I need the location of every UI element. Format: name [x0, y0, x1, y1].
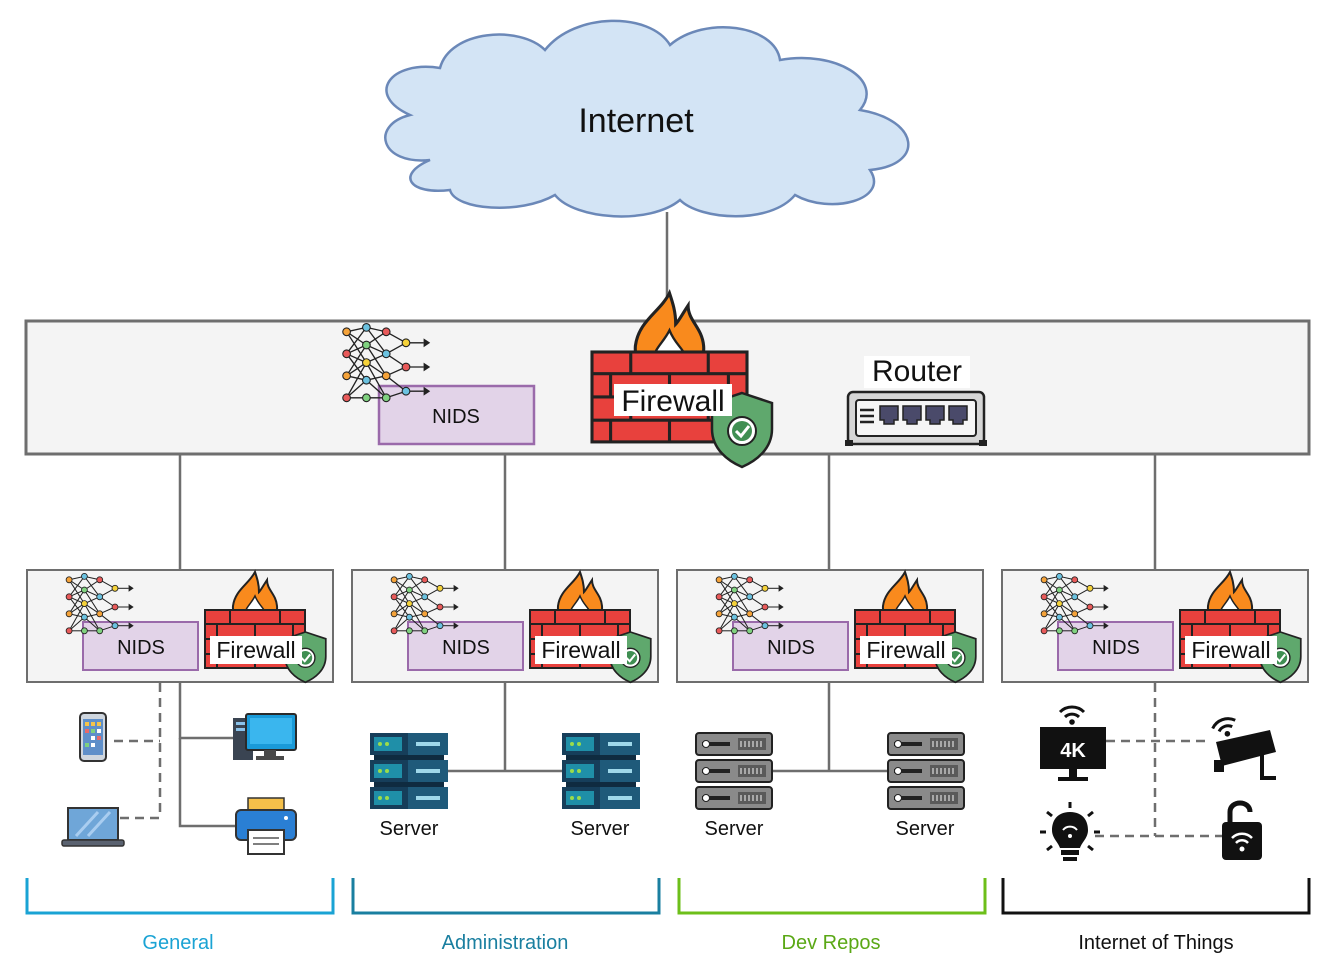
server-icon: [562, 733, 640, 809]
admin-server-right-label: Server: [571, 818, 630, 840]
internet-label: Internet: [578, 102, 694, 140]
router-label: Router: [872, 355, 962, 388]
core-panel: NIDS Firewall Router: [24, 291, 1311, 469]
printer-icon: [235, 797, 297, 855]
tv-4k-label: 4K: [1060, 740, 1086, 762]
server-icon: [887, 732, 965, 810]
dev-server-right-label: Server: [896, 818, 955, 840]
subnet-name-iot: Internet of Things: [1078, 932, 1233, 954]
core-links: [178, 455, 1157, 570]
core-nids-label: NIDS: [432, 406, 480, 428]
subnet-administration-firewall-label: Firewall: [541, 637, 620, 663]
subnet-administration-nids-label: NIDS: [442, 637, 490, 659]
bracket-iot: [1001, 878, 1311, 915]
server-icon: [370, 733, 448, 809]
wifi-icon: [1058, 705, 1086, 727]
subnet-general-nids-label: NIDS: [117, 637, 165, 659]
smartphone-icon: [79, 712, 107, 762]
bracket-devrepos: [677, 878, 987, 915]
subnet-name-general: General: [142, 932, 213, 954]
smart-lock-icon: [1222, 800, 1262, 860]
subnet-devrepos-nids-label: NIDS: [767, 637, 815, 659]
desktop-computer-icon: [233, 713, 297, 760]
bracket-administration: [351, 878, 661, 915]
subnet-devrepos-panel: NIDS Firewall: [676, 569, 984, 684]
core-firewall: Firewall: [590, 291, 774, 469]
bracket-general: [25, 878, 335, 915]
subnet-iot-panel: NIDS Firewall: [1001, 569, 1309, 684]
admin-server-left-label: Server: [380, 818, 439, 840]
subnet-name-administration: Administration: [442, 932, 569, 954]
subnet-general-firewall-label: Firewall: [216, 637, 295, 663]
core-nids: NIDS: [342, 322, 536, 446]
subnet-general-panel: NIDS Firewall: [26, 569, 334, 684]
internet-cloud: Internet: [384, 19, 910, 218]
devrepos-servers: Server Server: [695, 683, 965, 840]
smart-tv-icon: 4K: [1040, 705, 1106, 781]
general-devices: [61, 683, 297, 855]
security-camera-icon: [1209, 714, 1276, 780]
router-icon: [845, 390, 987, 446]
laptop-icon: [61, 807, 125, 847]
subnet-iot-nids-label: NIDS: [1092, 637, 1140, 659]
wifi-icon: [1209, 714, 1242, 742]
core-router: Router: [845, 355, 987, 446]
subnet-iot-firewall-label: Firewall: [1191, 637, 1270, 663]
subnet-brackets: General Administration Dev Repos Interne…: [25, 878, 1311, 954]
smart-bulb-icon: [1040, 802, 1100, 861]
subnet-administration-panel: NIDS Firewall: [351, 569, 659, 684]
iot-devices: 4K: [1040, 683, 1276, 861]
subnet-panels: NIDS Firewall NIDS Firewall NIDS Fi: [26, 569, 1309, 684]
subnet-devrepos-firewall-label: Firewall: [866, 637, 945, 663]
dev-server-left-label: Server: [705, 818, 764, 840]
subnet-name-devrepos: Dev Repos: [782, 932, 881, 954]
core-firewall-label: Firewall: [621, 385, 724, 418]
server-icon: [695, 732, 773, 810]
administration-servers: Server Server: [370, 683, 640, 840]
